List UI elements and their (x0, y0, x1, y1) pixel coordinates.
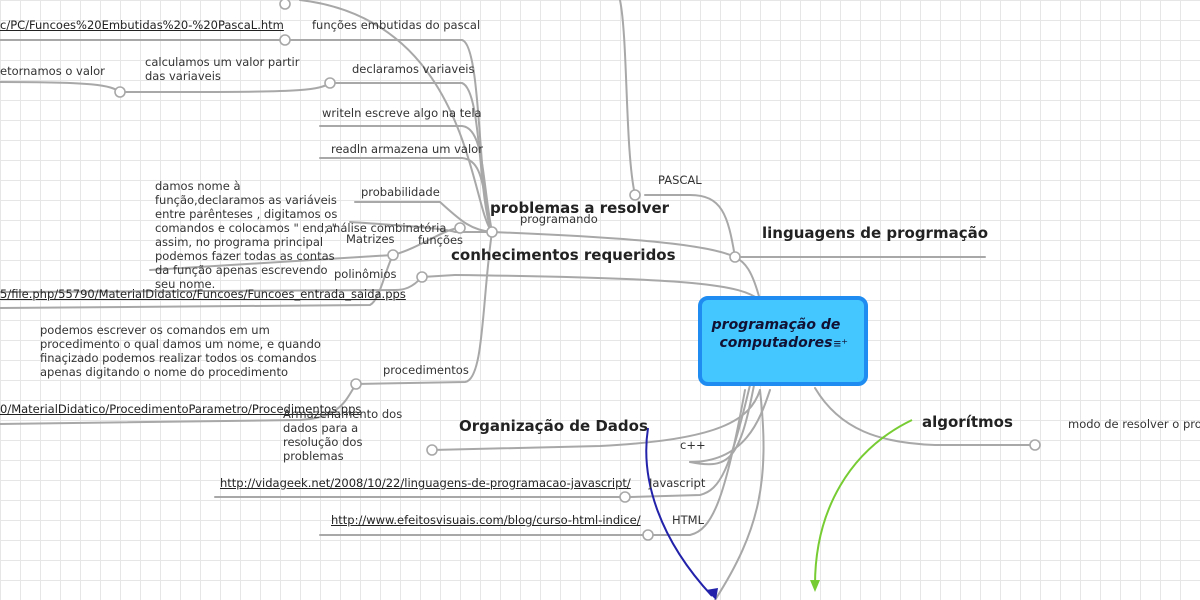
funcoes-url-link[interactable]: 5/file.php/55790/MaterialDidatico/Funcoe… (0, 287, 406, 301)
topic-funcoes[interactable]: funções (418, 233, 464, 247)
topic-procedimentos-desc[interactable]: podemos escrever os comandos em um proce… (40, 323, 321, 379)
topic-problemas-a-resolver[interactable]: problemas a resolver (490, 199, 670, 217)
topic-calculamos[interactable]: calculamos um valor partir das variaveis (145, 55, 300, 83)
topic-matrizes[interactable]: Matrizes (346, 232, 395, 246)
topic-organizacao-de-dados[interactable]: Organização de Dados (459, 417, 648, 435)
topic-retornamos[interactable]: etornamos o valor (0, 64, 105, 78)
topic-declaramos[interactable]: declaramos variaveis (352, 62, 475, 76)
topic-funcoes-embutidas[interactable]: funções embutidas do pascal (312, 18, 481, 32)
procedimentos-url-link[interactable]: 0/MaterialDidatico/ProcedimentoParametro… (0, 402, 362, 416)
topic-modo-de-resolver[interactable]: modo de resolver o proble (1068, 417, 1200, 431)
topic-analise-combinatoria[interactable]: análise combinatória (326, 221, 447, 235)
topic-pascal[interactable]: PASCAL (658, 173, 702, 187)
topic-procedimentos[interactable]: procedimentos (383, 363, 469, 377)
topic-html[interactable]: HTML (672, 513, 705, 527)
topic-probabilidade[interactable]: probabilidade (361, 185, 440, 199)
topic-readln[interactable]: readln armazena um valor (331, 142, 483, 156)
topic-programando[interactable]: programando (520, 212, 598, 226)
javascript-url-link[interactable]: http://vidageek.net/2008/10/22/linguagen… (220, 476, 631, 490)
central-topic-title: programação de computadores (711, 317, 841, 351)
html-url-link[interactable]: http://www.efeitosvisuais.com/blog/curso… (331, 513, 641, 527)
topic-algoritmos[interactable]: algorítmos (922, 413, 1013, 431)
central-topic[interactable]: programação de computadores ≡⁺ (698, 296, 868, 386)
topic-armazenamento[interactable]: Armazenamento dos dados para a resolução… (283, 407, 403, 463)
notes-icon[interactable]: ≡⁺ (833, 336, 848, 351)
topic-cpp[interactable]: c++ (680, 438, 706, 452)
topic-javascript[interactable]: Javascript (649, 476, 706, 490)
topic-conhecimentos[interactable]: conhecimentos requeridos (451, 246, 676, 264)
topic-linguagens[interactable]: linguagens de progrmação (762, 224, 989, 242)
topic-damos-nome[interactable]: damos nome à função,declaramos as variáv… (155, 179, 338, 291)
topic-polinomios[interactable]: polinômios (334, 267, 397, 281)
pascal-url-link[interactable]: c/PC/Funcoes%20Embutidas%20-%20PascaL.ht… (0, 18, 284, 32)
topic-writeln[interactable]: writeln escreve algo na tela (322, 106, 482, 120)
